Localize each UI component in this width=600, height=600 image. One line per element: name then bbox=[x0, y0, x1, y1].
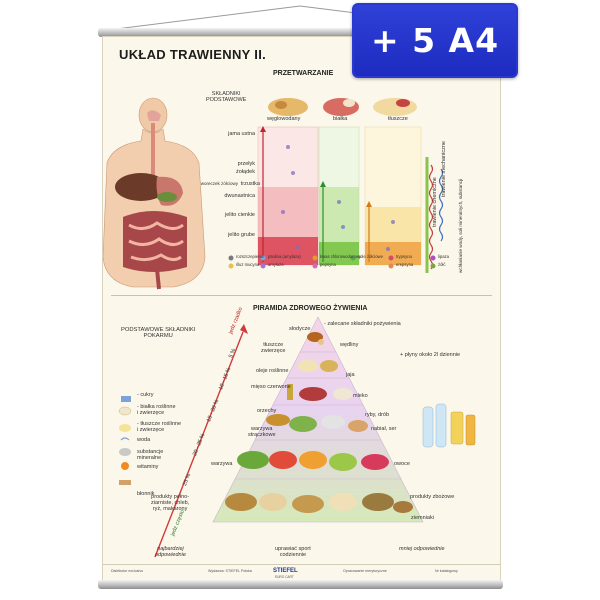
bottom-rod bbox=[98, 580, 503, 589]
processing-columns bbox=[257, 126, 422, 266]
legend-item: śluz mucyna bbox=[236, 262, 260, 267]
nutrient-item: woda bbox=[137, 437, 151, 443]
nutrient-item: błonnik bbox=[137, 491, 155, 497]
recommended-note: - zalecane składniki pożywienia bbox=[324, 321, 401, 327]
basic-components-label: SKŁADNIKI PODSTAWOWE bbox=[206, 91, 247, 103]
nutrient-icons bbox=[118, 396, 132, 485]
extra-pages-badge: + 5 A4 bbox=[352, 3, 518, 78]
pyramid-title: PIRAMIDA ZDROWEGO ŻYWIENIA bbox=[253, 305, 368, 312]
human-torso-illustration bbox=[103, 97, 206, 290]
organ-esophagus: przełyk bbox=[237, 161, 255, 167]
level-right: wędliny bbox=[340, 342, 359, 348]
organ-pancreas: trzustka bbox=[240, 181, 260, 187]
nutrient-item: - tłuszcze roślinne i zwierzęce bbox=[137, 421, 182, 433]
side-wave-lines bbox=[425, 157, 444, 273]
organ-mouth: jama ustna bbox=[228, 131, 255, 137]
level-right: owoce bbox=[394, 461, 410, 467]
level-left: produkty pełno- ziarniste, chleb, ryż, m… bbox=[151, 494, 190, 512]
legend-item: żółć bbox=[438, 262, 446, 267]
side-label-mechanical: trawienie mechaniczne bbox=[441, 141, 447, 197]
legend-item: kwas chlorowodorowy bbox=[320, 254, 361, 259]
nutrient-item: - białka roślinne i zwierzęce bbox=[137, 404, 176, 416]
nutrient-carbs: węglowodany bbox=[267, 116, 301, 122]
nutrient-fats: tłuszcze bbox=[388, 116, 408, 122]
organ-gallbladder: woreczek żółciowy bbox=[200, 181, 238, 186]
food-pyramid-illustration bbox=[118, 316, 476, 558]
legend-item: sole żółciowe bbox=[358, 254, 383, 259]
nutrient-item: witaminy bbox=[137, 464, 159, 470]
footer-right: Nr katalogowy bbox=[435, 569, 458, 573]
processing-title: PRZETWARZANIE bbox=[273, 70, 334, 77]
organ-stomach: żołądek bbox=[236, 169, 255, 175]
level-right: ziemniaki bbox=[411, 515, 434, 521]
poster: UKŁAD TRAWIENNY II. bbox=[102, 36, 501, 584]
water-bottles bbox=[422, 403, 476, 448]
level-right: jaja bbox=[346, 372, 355, 378]
legend-item: amylaza bbox=[268, 262, 284, 267]
badge-label: + 5 A4 bbox=[370, 21, 500, 60]
nutrient-proteins: białka bbox=[333, 116, 348, 122]
footer-left: Distributor exclusivo bbox=[111, 569, 144, 573]
level-left: warzywa strączkowe bbox=[248, 426, 276, 438]
side-label-chemical: trawienie chemiczne bbox=[432, 177, 438, 227]
footer-brand: STIEFEL bbox=[273, 568, 298, 574]
fluids-note: + płyny około 2l dziennie bbox=[400, 352, 461, 358]
organ-small-intestine: jelito cienkie bbox=[225, 212, 255, 218]
level-right: mleko bbox=[353, 393, 368, 399]
side-label-absorption: wchłanianie wody, soli mineralnych, subs… bbox=[458, 178, 463, 273]
level-right: nabiał, ser bbox=[371, 426, 397, 432]
bottom-center-label: uprawiać sport codziennie bbox=[275, 546, 311, 558]
bottom-left-label: najbardziej odpowiednie bbox=[155, 546, 186, 558]
level-left: warzywa bbox=[211, 461, 233, 467]
footer-brand-sub: EURO CART bbox=[275, 575, 294, 579]
nutrient-item: substancje mineralne bbox=[137, 449, 164, 461]
legend-item: erepsyna bbox=[396, 262, 414, 267]
nutrient-item: - cukry bbox=[137, 392, 154, 398]
level-left: słodycze bbox=[289, 326, 311, 332]
legend-item: trypsyna bbox=[396, 254, 412, 259]
organ-duodenum: dwunastnica bbox=[224, 193, 255, 199]
poster-footer: Distributor exclusivo Wydawca: STIEFEL P… bbox=[103, 564, 500, 583]
frequency-arrow bbox=[154, 324, 248, 558]
nutrients-title: PODSTAWOWE SKŁADNIKI POKARMU bbox=[121, 327, 196, 340]
bottom-right-label: mniej odpowiednie bbox=[399, 546, 445, 552]
top-rod bbox=[98, 28, 503, 37]
section-divider bbox=[111, 295, 492, 296]
legend-item: ptialina (amylaza) bbox=[268, 254, 301, 259]
legend-item: pepsyna bbox=[320, 262, 336, 267]
footer-center-right: Opracowanie merytoryczne bbox=[343, 569, 387, 573]
organ-large-intestine: jelito grube bbox=[228, 232, 255, 238]
footer-center-left: Wydawca: STIEFEL Polska bbox=[208, 569, 252, 573]
digestion-illustration bbox=[103, 97, 444, 290]
level-left: orzechy bbox=[257, 408, 277, 414]
poster-title: UKŁAD TRAWIENNY II. bbox=[119, 47, 267, 62]
level-right: ryby, drób bbox=[365, 412, 390, 418]
legend-item: lipaza bbox=[438, 254, 449, 259]
legend-item: rozszczepienie bbox=[236, 254, 264, 259]
level-right: produkty zbożowe bbox=[410, 494, 455, 500]
level-left: oleje roślinne bbox=[256, 368, 289, 374]
pyramid-food-clusters bbox=[225, 332, 413, 513]
level-left: mięso czerwone bbox=[251, 384, 291, 390]
level-left: tłuszcze zwierzęce bbox=[261, 342, 286, 354]
legend-swatches bbox=[228, 255, 436, 269]
food-icons-row bbox=[268, 98, 417, 116]
